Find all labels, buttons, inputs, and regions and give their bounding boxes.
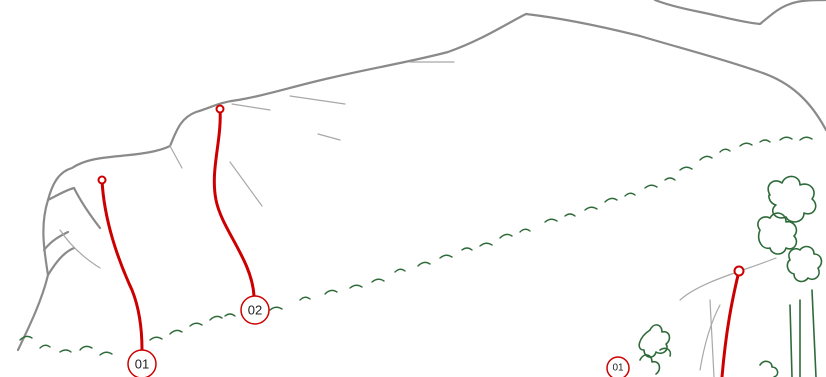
route-01-right-line[interactable]: [720, 269, 741, 377]
route-badge-01-right-label: 01: [612, 363, 624, 374]
route-badge-02[interactable]: 02: [240, 295, 270, 325]
route-badge-02-label: 02: [248, 303, 262, 318]
route-02-anchor: [215, 104, 225, 114]
rock-texture: [59, 61, 777, 377]
route-badge-01-right-circle: [606, 356, 630, 377]
route-badge-01-label: 01: [135, 357, 149, 372]
brush-line: [19, 136, 813, 356]
route-badge-02-circle: [240, 295, 270, 325]
route-badge-01-circle: [127, 349, 157, 377]
route-01-anchor: [97, 175, 107, 185]
route-badge-01[interactable]: 01: [127, 349, 157, 377]
route-01-right-anchor: [733, 265, 745, 277]
route-01-line[interactable]: [100, 178, 144, 352]
route-02-line[interactable]: [212, 107, 256, 298]
rock-outline: [16, 0, 826, 352]
routes-layer: [97, 104, 745, 377]
route-badge-01-right[interactable]: 01: [606, 356, 630, 377]
tree-foliage: [638, 175, 823, 377]
